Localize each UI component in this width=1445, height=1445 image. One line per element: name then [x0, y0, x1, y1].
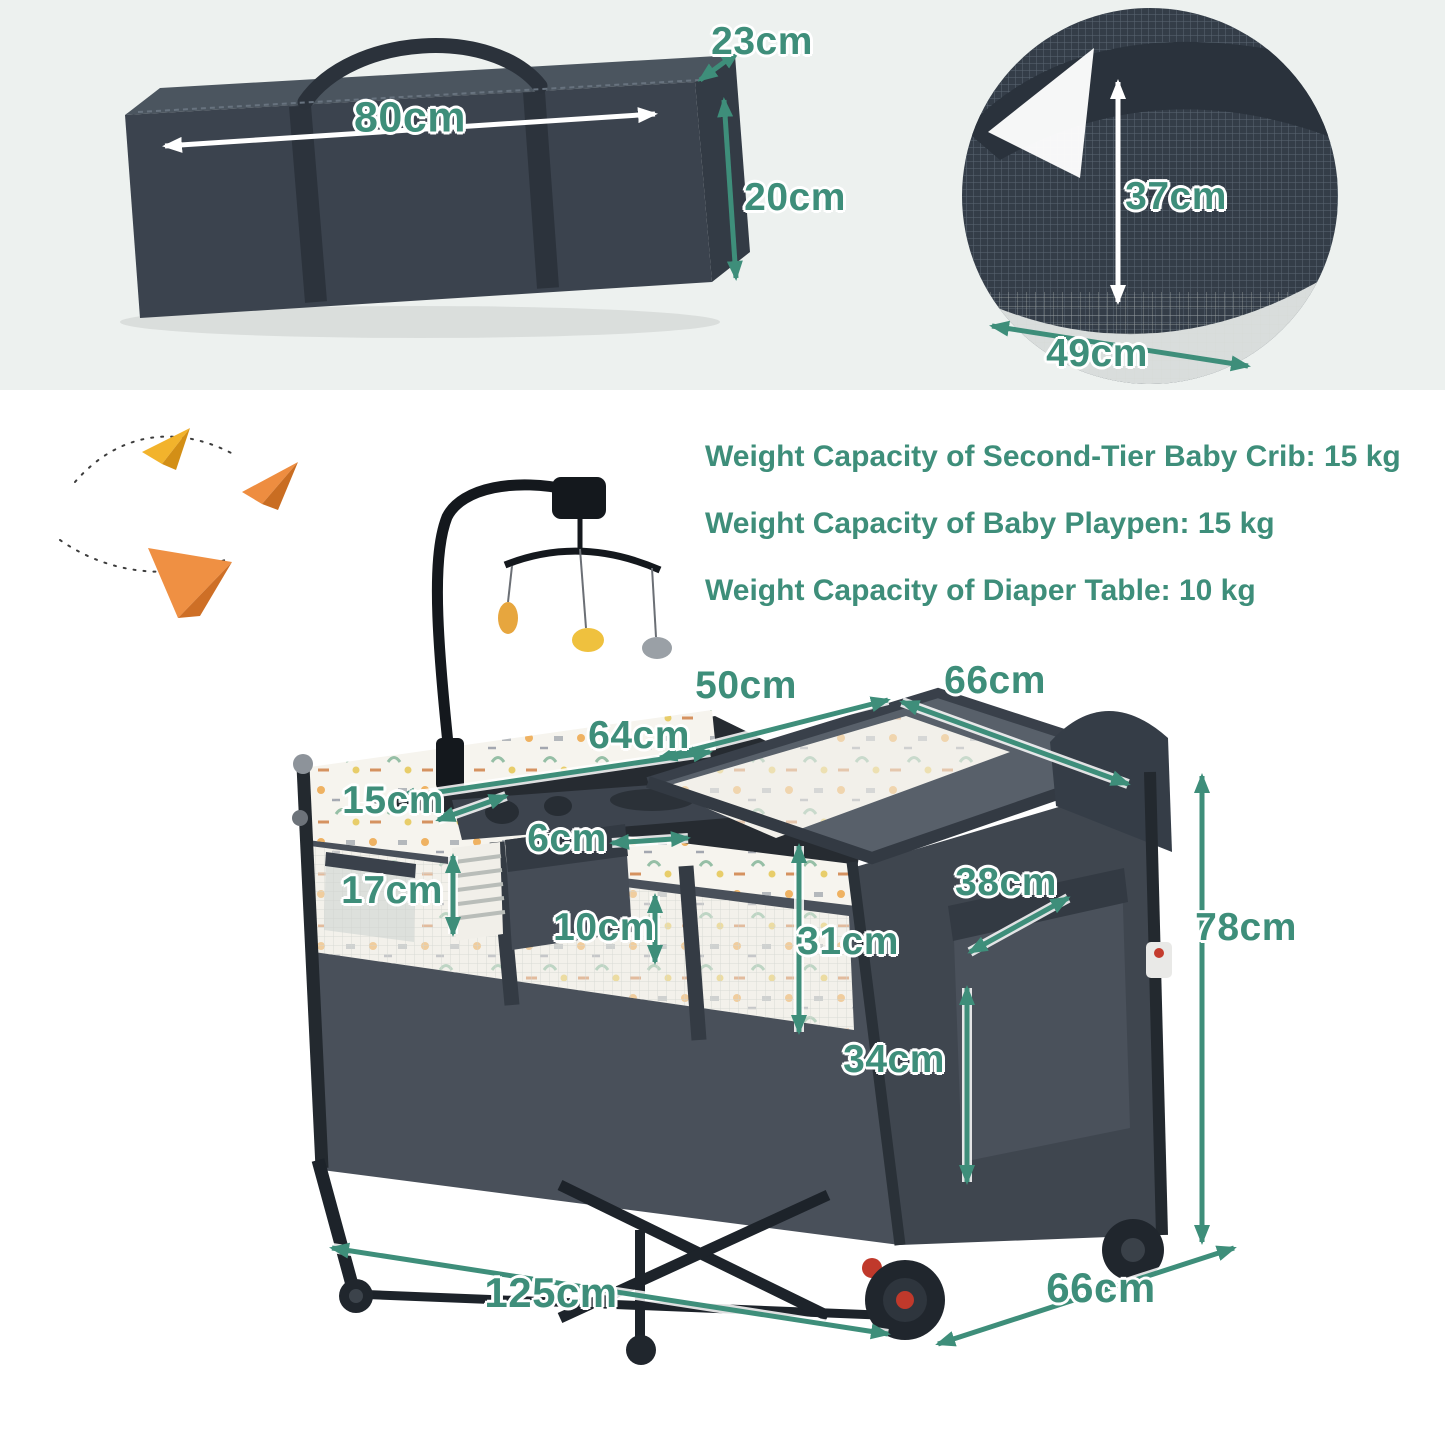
bag-handle: [297, 38, 548, 110]
bag-dimension-arrows: [162, 49, 743, 281]
dim-crib-depth: 31cm: [797, 920, 899, 963]
dim-inset-height: 37cm: [1125, 175, 1227, 218]
dim-bag-height: 20cm: [744, 176, 846, 219]
arrow-overall-depth: [935, 1245, 1237, 1347]
lion-toy: [572, 628, 604, 652]
giraffe-toy: [498, 602, 518, 634]
dim-bag-width: 80cm: [354, 93, 466, 142]
dim-organizer-height: 17cm: [341, 869, 443, 912]
paper-planes-decoration: [59, 428, 298, 618]
arrow-crib-width: [395, 746, 713, 804]
playard-dimension-arrows: [329, 696, 1237, 1347]
arrow-side-pocket-width: [967, 895, 1071, 955]
elephant-toy: [642, 637, 672, 659]
arrow-bag-width: [162, 107, 658, 153]
diaper-organizer: [452, 824, 632, 950]
bag-zipper: [137, 79, 701, 113]
dim-organizer-width: 6cm: [527, 817, 607, 860]
arrow-inset-width: [989, 320, 1251, 372]
dim-side-pocket-height: 34cm: [843, 1038, 945, 1081]
dim-tray-depth: 15cm: [342, 779, 444, 822]
arrow-tray-depth: [435, 793, 509, 823]
dim-crib-width: 64cm: [588, 714, 690, 757]
arrow-changing-pad-length: [899, 699, 1131, 787]
dim-overall-depth: 66cm: [1046, 1264, 1156, 1311]
inset-dimension-arrows: [989, 79, 1251, 372]
weight-capacity-playpen: Weight Capacity of Baby Playpen: 15 kg: [705, 507, 1275, 540]
arrow-overall-length: [329, 1242, 891, 1340]
arrow-organizer-width: [609, 831, 691, 850]
dim-bag-depth: 23cm: [711, 20, 813, 63]
dim-inset-width: 49cm: [1046, 332, 1148, 375]
dim-organizer-depth: 10cm: [553, 906, 655, 949]
side-latch: [1146, 942, 1172, 978]
dim-overall-height: 78cm: [1195, 906, 1297, 949]
dim-side-pocket-width: 38cm: [955, 861, 1057, 904]
weight-capacity-crib: Weight Capacity of Second-Tier Baby Crib…: [705, 440, 1401, 473]
arrow-bag-depth: [697, 49, 741, 83]
dim-changing-pad-width: 50cm: [695, 664, 797, 707]
dim-changing-pad-length: 66cm: [944, 659, 1046, 702]
weight-capacity-notes: Weight Capacity of Second-Tier Baby Crib…: [705, 440, 1401, 608]
playard-photo: [292, 477, 1172, 1365]
bassinet-highlight: [988, 48, 1094, 178]
arrow-bag-height: [717, 97, 743, 281]
dim-overall-length: 125cm: [484, 1269, 618, 1316]
weight-capacity-diaper-table: Weight Capacity of Diaper Table: 10 kg: [705, 574, 1256, 607]
